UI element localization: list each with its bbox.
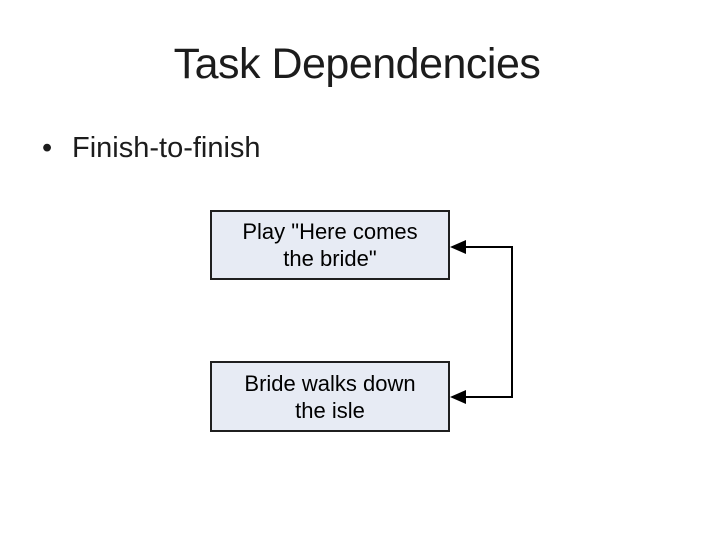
slide-title: Task Dependencies xyxy=(173,40,541,88)
task-box-play-here-comes-the-bride: Play "Here comes the bride" xyxy=(210,210,450,280)
arrowhead-bottom-icon xyxy=(450,390,466,404)
task-box-bride-walks-down-the-isle: Bride walks down the isle xyxy=(210,361,450,432)
bullet-icon: • xyxy=(42,132,53,164)
bullet-item: • Finish-to-finish xyxy=(42,132,261,165)
bullet-text: Finish-to-finish xyxy=(72,132,261,164)
arrowhead-top-icon xyxy=(450,240,466,254)
finish-to-finish-connector-arrow xyxy=(450,240,513,404)
